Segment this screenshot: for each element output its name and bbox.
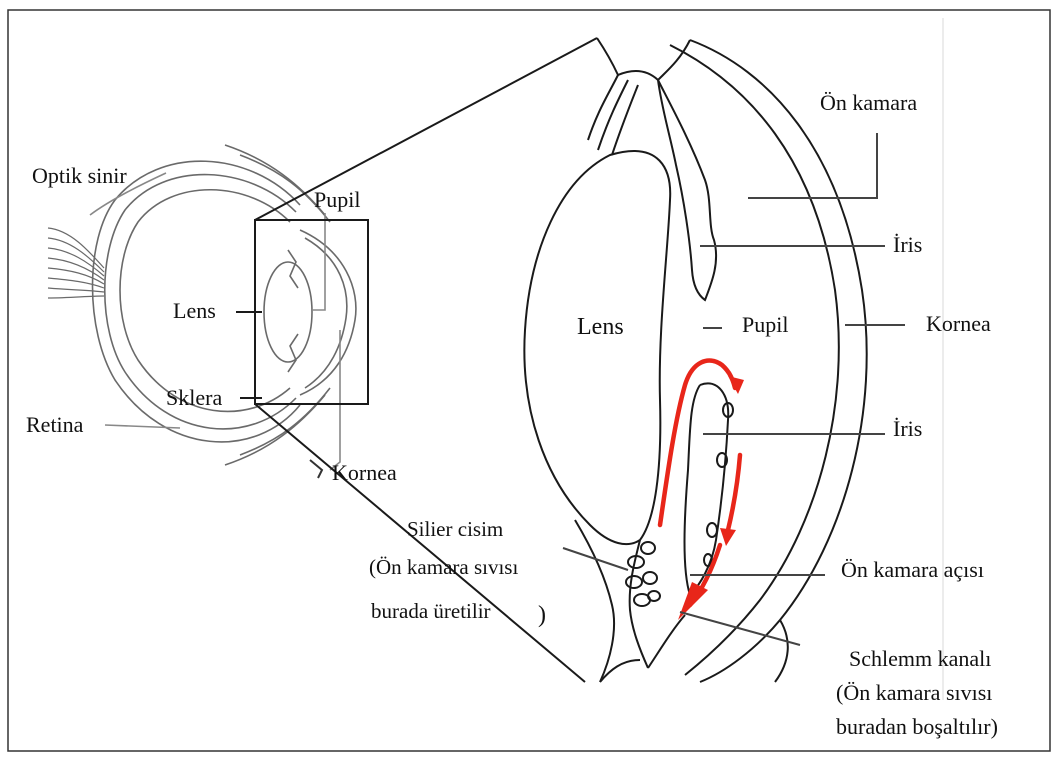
ciliary-body-outline [630,540,648,668]
label-schlemm-note-2: buradan boşaltılır) [836,714,998,739]
label-retina: Retina [26,412,84,437]
detail-lens [524,151,670,544]
ciliary-process-3 [626,576,642,588]
label-pupil-detail: Pupil [742,312,788,337]
upper-ciliary-3 [612,85,638,155]
label-pupil-overview: Pupil [314,187,360,212]
flow-arrow-down [728,455,740,530]
upper-ciliary-1 [588,75,618,140]
flow-arrowhead-1 [728,376,744,394]
label-kornea-detail: Kornea [926,311,991,336]
lower-sclera-inner [575,520,614,682]
label-lens-overview: Lens [173,298,216,323]
on-kamara-pointer [748,133,877,198]
kornea-small-arrow [310,460,322,478]
label-kornea-overview: Kornea [332,460,397,485]
ciliary-process-6 [648,591,660,601]
label-schlemm-note-1: (Ön kamara sıvısı [836,680,992,705]
label-optik-sinir: Optik sinir [32,163,127,188]
lower-sclera-join [600,660,640,682]
cornea-inner [670,45,839,675]
pupil-pointer [312,213,325,310]
angle-edge [648,615,685,668]
upper-iris [658,80,716,300]
upper-ciliary-2 [598,80,628,150]
label-schlemm: Schlemm kanalı [849,646,991,671]
label-silier-cisim: Silier cisim [407,517,503,541]
zoom-line-top [255,38,597,220]
label-iris-lower: İris [893,416,922,441]
lower-iris [685,383,729,595]
retina-pointer [105,425,180,428]
optic-nerve-fibers [48,228,104,298]
label-sklera: Sklera [166,385,222,410]
limbus-outer [775,620,788,682]
label-on-kamara: Ön kamara [820,90,917,115]
ciliary-process-4 [643,572,657,584]
label-silier-note-paren: ) [538,602,546,628]
overview-iris-upper [288,250,298,288]
iris-crypt-3 [707,523,717,537]
overview-iris-lower [288,334,298,372]
ciliary-process-2 [641,542,655,554]
flow-arrow-upward [660,361,735,525]
upper-sclera [597,38,690,80]
overview-cornea [300,230,356,395]
label-lens-detail: Lens [577,314,624,340]
aqueous-flow-arrows [660,361,740,605]
overview-lens [264,262,312,362]
label-iris-upper: İris [893,232,922,257]
zoom-line-bottom [255,404,585,682]
label-silier-note-1: (Ön kamara sıvısı [369,555,518,579]
label-silier-note-2: burada üretilir [371,599,491,623]
silier-pointer [563,548,628,570]
label-on-kamara-acisi: Ön kamara açısı [841,557,984,582]
overview-kornea-pointer [330,330,340,470]
flow-arrowhead-2 [720,528,736,546]
figure-border [8,10,1050,751]
